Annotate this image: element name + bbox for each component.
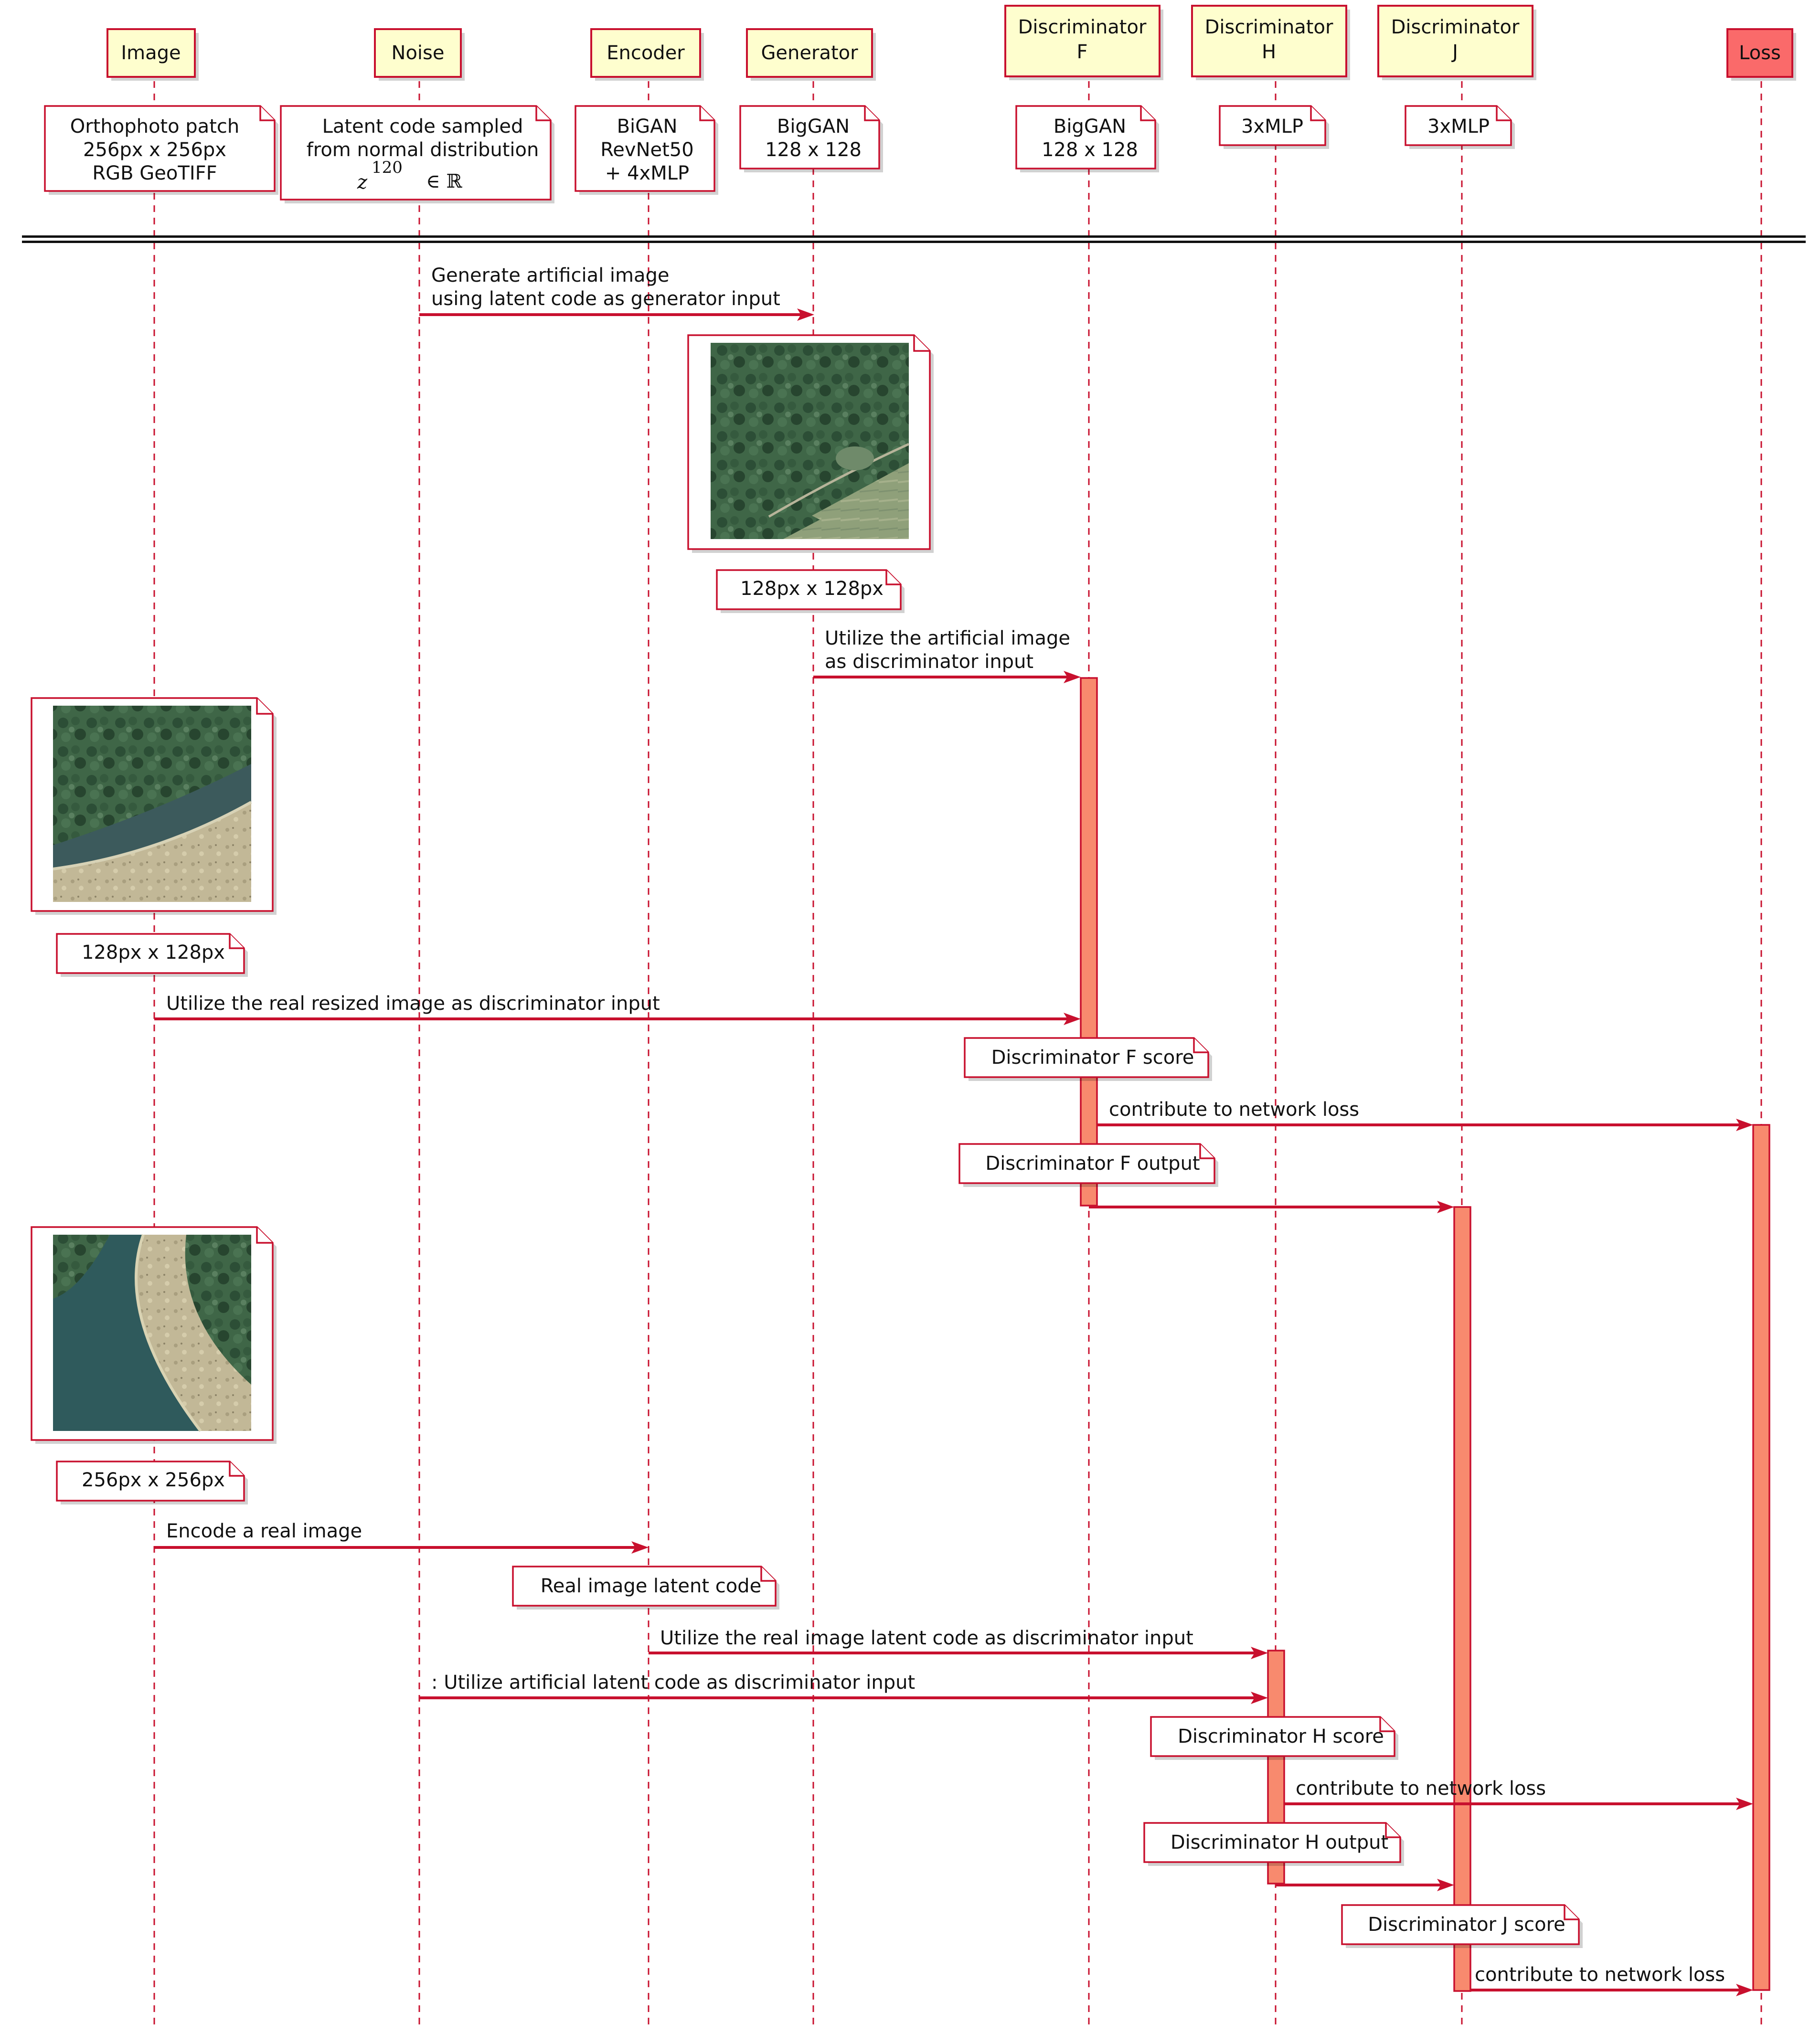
note-image-line-3: RGB GeoTIFF: [92, 162, 217, 184]
note-disc-h-score-label: Discriminator H score: [1178, 1726, 1384, 1747]
note-disc-h-output: Discriminator H output: [1143, 1822, 1404, 1866]
participant-noise[interactable]: Noise: [374, 28, 465, 81]
participant-disc-f-label-2: F: [1076, 41, 1087, 63]
participant-loss-label: Loss: [1739, 42, 1781, 64]
note-real-resized-size-label: 128px x 128px: [82, 942, 225, 964]
note-disc-f-description: BigGAN 128 x 128: [1015, 105, 1159, 172]
note-disc-f-output-label: Discriminator F output: [985, 1153, 1200, 1175]
activation-disc-j: [1453, 1206, 1471, 1992]
note-noise-line-2: from normal distribution: [307, 139, 539, 161]
message-contribute-f-label: contribute to network loss: [1109, 1099, 1359, 1121]
aerial-river-shore-icon: [53, 1234, 251, 1432]
note-real-full-size: 256px x 256px: [56, 1461, 248, 1504]
message-utilize-artificial-line-2: as discriminator input: [825, 651, 1033, 673]
participant-generator[interactable]: Generator: [746, 28, 876, 81]
message-utilize-real-resized: Utilize the real resized image as discri…: [154, 993, 1081, 1025]
note-generated-image: [687, 334, 934, 553]
message-encode-real-image: Encode a real image: [154, 1520, 649, 1554]
activation-disc-f: [1080, 677, 1098, 1207]
note-encoder-line-3: + 4xMLP: [605, 162, 689, 184]
message-contribute-loss-j: contribute to network loss: [1470, 1964, 1753, 1996]
participant-loss[interactable]: Loss: [1726, 28, 1796, 81]
note-disc-h-output-label: Discriminator H output: [1171, 1832, 1388, 1853]
participant-image[interactable]: Image: [106, 28, 199, 81]
note-generator-line-1: BigGAN: [777, 116, 850, 138]
note-real-full-image: [31, 1226, 277, 1444]
note-disc-h-score: Discriminator H score: [1150, 1716, 1398, 1760]
participant-disc-f[interactable]: Discriminator F: [1004, 5, 1163, 80]
message-utilize-artificial-latent: : Utilize artificial latent code as disc…: [419, 1672, 1268, 1704]
note-noise-line-1: Latent code sampled: [322, 116, 523, 138]
message-utilize-latent-label: Utilize the real image latent code as di…: [660, 1627, 1193, 1649]
note-disc-f-line-1: BigGAN: [1054, 116, 1126, 138]
aerial-river-bend-icon: [53, 706, 252, 902]
message-utilize-latent-code: Utilize the real image latent code as di…: [649, 1627, 1268, 1659]
participant-disc-h[interactable]: Discriminator H: [1191, 5, 1350, 80]
participant-disc-f-label-1: Discriminator: [1018, 16, 1147, 38]
message-contribute-h-label: contribute to network loss: [1296, 1778, 1546, 1800]
note-real-resized-image: [31, 697, 277, 915]
note-generator-description: BigGAN 128 x 128: [739, 105, 883, 172]
note-disc-j-score: Discriminator J score: [1341, 1904, 1583, 1948]
participant-noise-label: Noise: [392, 42, 445, 64]
message-contribute-loss-f: contribute to network loss: [1097, 1099, 1753, 1131]
note-encoder-description: BiGAN RevNet50 + 4xMLP: [575, 105, 718, 195]
message-disc-h-to-disc-j: [1276, 1879, 1454, 1891]
note-disc-h-line-1: 3xMLP: [1241, 116, 1303, 138]
note-image-description: Orthophoto patch 256px x 256px RGB GeoTI…: [44, 105, 278, 195]
note-disc-f-output: Discriminator F output: [958, 1143, 1218, 1187]
aerial-forest-with-path-icon: [711, 343, 910, 539]
message-encode-real-label: Encode a real image: [166, 1520, 362, 1542]
note-generated-size: 128px x 128px: [716, 569, 905, 613]
divider-bottom: [22, 241, 1806, 243]
participant-encoder[interactable]: Encoder: [590, 28, 704, 81]
note-disc-f-score: Discriminator F score: [964, 1037, 1212, 1081]
note-generator-line-2: 128 x 128: [765, 139, 862, 161]
participant-image-label: Image: [121, 42, 181, 64]
message-utilize-real-resized-label: Utilize the real resized image as discri…: [166, 993, 660, 1015]
participant-disc-j[interactable]: Discriminator J: [1377, 5, 1536, 80]
activation-loss: [1752, 1124, 1770, 1991]
note-image-line-2: 256px x 256px: [83, 139, 226, 161]
message-contribute-loss-h: contribute to network loss: [1284, 1778, 1753, 1810]
note-disc-h-description: 3xMLP: [1219, 105, 1329, 149]
note-noise-math-rest: ∈ ℝ: [426, 170, 462, 192]
divider-top: [22, 235, 1806, 238]
message-contribute-j-label: contribute to network loss: [1475, 1964, 1725, 1986]
participant-encoder-label: Encoder: [607, 42, 685, 64]
note-real-latent-code: Real image latent code: [512, 1566, 779, 1610]
note-noise-math-sup: 120: [372, 158, 403, 177]
note-noise-description: Latent code sampled from normal distribu…: [280, 105, 554, 203]
message-utilize-artificial-line-1: Utilize the artificial image: [825, 627, 1070, 649]
participant-disc-h-label-2: H: [1262, 41, 1276, 63]
note-real-latent-code-label: Real image latent code: [541, 1575, 761, 1597]
note-encoder-line-1: BiGAN: [617, 116, 678, 138]
note-disc-j-description: 3xMLP: [1405, 105, 1515, 149]
note-disc-j-score-label: Discriminator J score: [1368, 1914, 1565, 1936]
message-generate-artificial-image: Generate artificial image using latent c…: [419, 265, 814, 321]
participant-generator-label: Generator: [761, 42, 858, 64]
note-disc-j-line-1: 3xMLP: [1427, 116, 1490, 138]
message-generate-line-2: using latent code as generator input: [431, 288, 780, 310]
note-disc-f-line-2: 128 x 128: [1042, 139, 1138, 161]
participant-disc-j-label-1: Discriminator: [1391, 16, 1520, 38]
note-generated-size-label: 128px x 128px: [740, 578, 884, 600]
note-noise-math-base: z: [357, 171, 368, 193]
participant-disc-j-label-2: J: [1451, 41, 1458, 63]
message-utilize-artificial-image: Utilize the artificial image as discrimi…: [813, 627, 1081, 683]
note-encoder-line-2: RevNet50: [600, 139, 693, 161]
message-utilize-artificial-latent-label: : Utilize artificial latent code as disc…: [431, 1672, 915, 1694]
note-real-full-size-label: 256px x 256px: [82, 1469, 225, 1491]
note-real-resized-size: 128px x 128px: [56, 933, 248, 977]
message-generate-line-1: Generate artificial image: [431, 265, 670, 286]
note-image-line-1: Orthophoto patch: [70, 116, 239, 138]
participant-disc-h-label-1: Discriminator: [1205, 16, 1333, 38]
message-disc-f-to-disc-j: [1089, 1201, 1454, 1213]
note-disc-f-score-label: Discriminator F score: [991, 1047, 1194, 1069]
